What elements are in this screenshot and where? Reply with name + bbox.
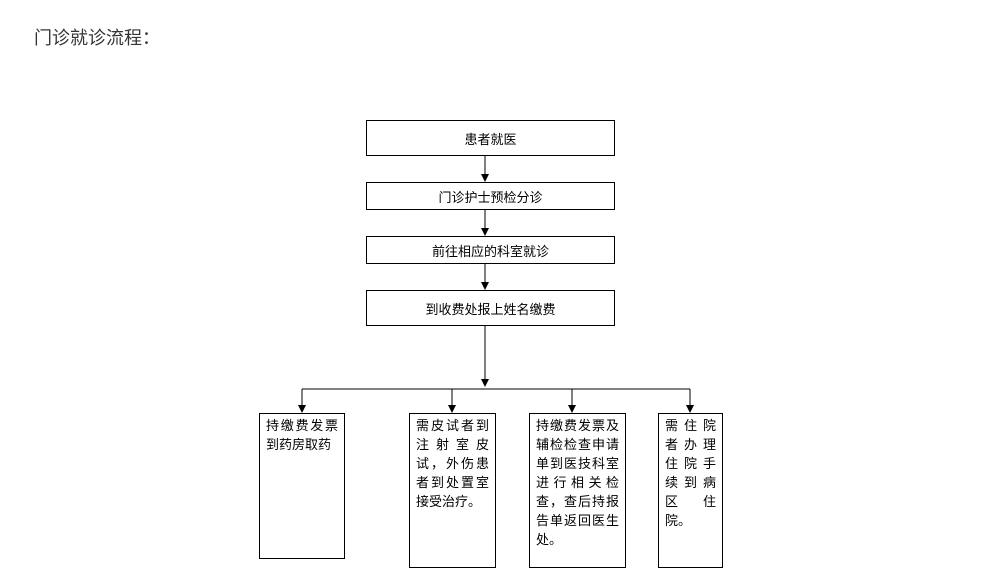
branch-label: 持缴费发票及辅检检查申请单到医技科室进行相关检查，查后持报告单返回医生处。 xyxy=(536,419,619,548)
branch-hospitalization: 需住院者办理住院手续到病区住院。 xyxy=(658,413,723,568)
branch-label: 持缴费发票到药房取药 xyxy=(266,419,338,453)
step-patient-visit: 患者就医 xyxy=(366,120,615,156)
branch-examination: 持缴费发票及辅检检查申请单到医技科室进行相关检查，查后持报告单返回医生处。 xyxy=(529,413,626,568)
page-title: 门诊就诊流程： xyxy=(34,28,160,49)
step-label: 前往相应的科室就诊 xyxy=(431,244,549,260)
step-department: 前往相应的科室就诊 xyxy=(366,236,615,264)
step-label: 到收费处报上姓名缴费 xyxy=(425,302,556,318)
branch-pharmacy: 持缴费发票到药房取药 xyxy=(259,413,345,559)
step-triage: 门诊护士预检分诊 xyxy=(366,182,615,210)
step-label: 门诊护士预检分诊 xyxy=(438,190,543,206)
step-payment: 到收费处报上姓名缴费 xyxy=(366,290,615,326)
branch-label: 需住院者办理住院手续到病区住院。 xyxy=(665,419,716,529)
step-label: 患者就医 xyxy=(464,132,517,148)
branch-label: 需皮试者到注射室皮试，外伤患者到处置室接受治疗。 xyxy=(416,419,489,510)
branch-treatment: 需皮试者到注射室皮试，外伤患者到处置室接受治疗。 xyxy=(409,413,496,568)
